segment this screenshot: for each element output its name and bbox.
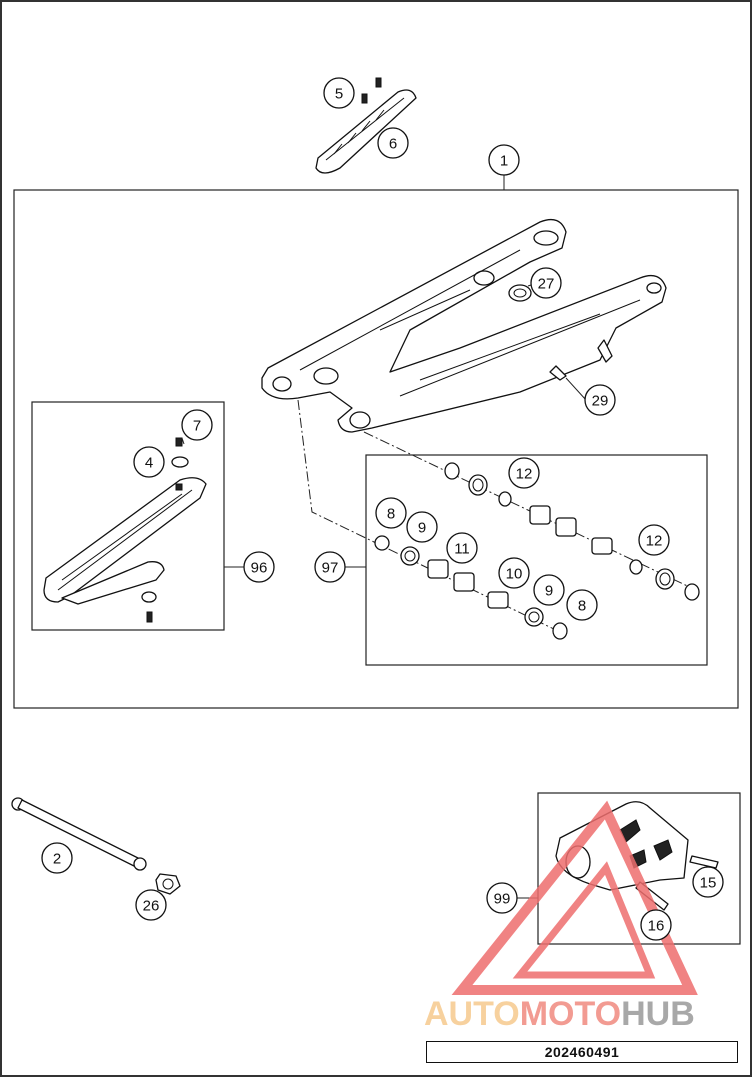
callout-c15: 15 [692, 866, 724, 898]
callout-c6: 6 [377, 127, 409, 159]
callout-c9a: 9 [406, 511, 438, 543]
watermark-text: AUTOMOTOHUB [424, 995, 695, 1033]
callout-c12b: 12 [638, 524, 670, 556]
callout-label: 9 [418, 520, 426, 537]
callout-c5: 5 [323, 77, 355, 109]
callout-c9b: 9 [533, 574, 565, 606]
callout-circle [323, 77, 355, 109]
callout-label: 2 [53, 851, 61, 868]
callout-label: 8 [387, 506, 395, 523]
callout-label: 11 [454, 541, 470, 558]
callout-circle [135, 889, 167, 921]
swingarm-assembly-box [13, 189, 739, 709]
callout-label: 26 [143, 898, 160, 915]
callout-label: 8 [578, 598, 586, 615]
callout-circle [638, 524, 670, 556]
callout-label: 4 [145, 455, 153, 472]
swingarm-axle-part [11, 797, 181, 895]
callout-label: 99 [494, 891, 511, 908]
callout-circle [486, 882, 518, 914]
callout-circle [640, 909, 672, 941]
callout-label: 29 [592, 393, 609, 410]
callout-label: 16 [648, 918, 665, 935]
callout-label: 12 [516, 466, 533, 483]
bearing-parts [374, 462, 700, 640]
callout-label: 10 [506, 566, 523, 583]
rear-chain-guide-part [555, 801, 719, 911]
callout-circle [498, 557, 530, 589]
callout-circle [41, 842, 73, 874]
watermark-triangle [451, 800, 698, 995]
callout-circle [446, 532, 478, 564]
callout-circle [530, 267, 562, 299]
watermark: AUTOMOTOHUB [424, 800, 698, 1033]
callout-c29: 29 [584, 384, 616, 416]
callout-circle [533, 574, 565, 606]
callout-c1: 1 [488, 144, 520, 176]
callout-c96: 96 [243, 551, 275, 583]
callout-circle [488, 144, 520, 176]
callout-c26: 26 [135, 889, 167, 921]
callout-c10: 10 [498, 557, 530, 589]
callout-label: 27 [538, 276, 555, 293]
callout-label: 9 [545, 583, 553, 600]
swingarm-part [261, 218, 667, 433]
callout-c8b: 8 [566, 589, 598, 621]
callout-circle [243, 551, 275, 583]
callout-circle [377, 127, 409, 159]
callout-circle [508, 457, 540, 489]
drawing-number: 202460491 [426, 1041, 738, 1063]
callout-label: 1 [500, 153, 508, 170]
callout-circle [566, 589, 598, 621]
callout-circle [375, 497, 407, 529]
callout-circle [314, 551, 346, 583]
callout-label: 15 [700, 875, 717, 892]
callout-c12a: 12 [508, 457, 540, 489]
callout-c2: 2 [41, 842, 73, 874]
callout-c16: 16 [640, 909, 672, 941]
chain-guide-box [31, 401, 225, 631]
bearing-kit-box [365, 454, 708, 666]
callout-c11: 11 [446, 532, 478, 564]
callout-label: 6 [389, 136, 397, 153]
callout-circle [406, 511, 438, 543]
callout-c97: 97 [314, 551, 346, 583]
callout-label: 12 [646, 533, 663, 550]
callout-label: 97 [322, 560, 339, 577]
callout-label: 7 [193, 418, 201, 435]
chain-guide-part [43, 437, 207, 623]
callout-c7: 7 [181, 409, 213, 441]
callout-label: 5 [335, 86, 343, 103]
chain-slider-part [315, 77, 417, 174]
callout-c8a: 8 [375, 497, 407, 529]
callout-circle [133, 446, 165, 478]
callout-circle [181, 409, 213, 441]
callout-circle [692, 866, 724, 898]
callout-circle [584, 384, 616, 416]
callout-c4: 4 [133, 446, 165, 478]
callout-c99: 99 [486, 882, 518, 914]
callout-label: 96 [251, 560, 268, 577]
callout-c27: 27 [530, 267, 562, 299]
